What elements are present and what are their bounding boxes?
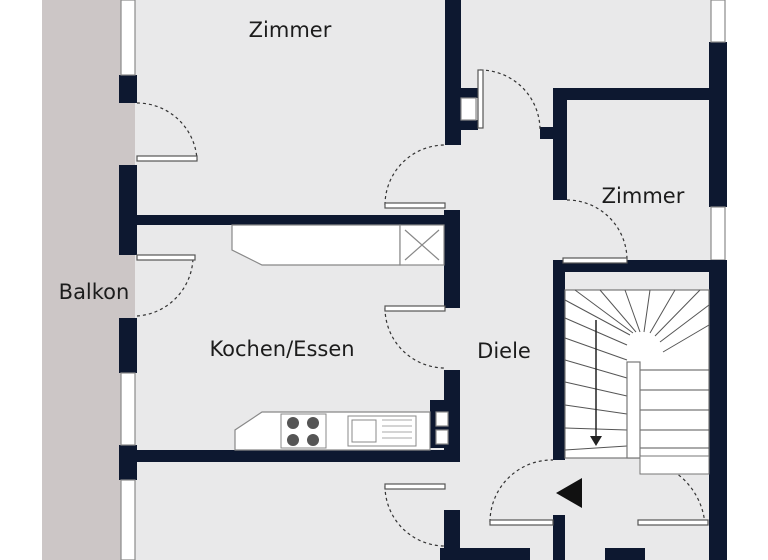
door-leaf-zimmer-right [562, 257, 628, 264]
burner-4 [307, 434, 319, 446]
door-leaf-bottom-left [384, 483, 446, 490]
shaft-2 [435, 411, 449, 427]
door-leaf-entry-right [637, 519, 709, 526]
room-label-zimmer-top: Zimmer [249, 18, 332, 42]
floor-area [135, 0, 725, 560]
room-label-zimmer-right: Zimmer [602, 184, 685, 208]
kitchen-cabinet-upper [231, 224, 401, 266]
wall-kitchen-top [135, 215, 460, 225]
fridge-cross [404, 229, 440, 261]
shaft-1 [460, 97, 477, 121]
window-left-2 [120, 372, 136, 446]
door-leaf-balkon-top [136, 155, 198, 162]
stairs-landing [639, 455, 710, 475]
arrow-down-icon [590, 436, 602, 446]
door-swing-entry-left [489, 459, 554, 523]
door-swing-balkon-top [136, 102, 198, 161]
wall-right-1 [709, 42, 727, 207]
door-leaf-kitchen [384, 305, 446, 312]
wall-bottom-stub-2 [605, 548, 645, 560]
wall-shaft-2 [448, 120, 478, 130]
wall-zimmer2-top [553, 88, 727, 100]
wall-right-2 [709, 260, 727, 560]
door-leaf-zimmer-top [384, 202, 446, 209]
wall-zimmer2-left [553, 88, 567, 200]
room-label-balkon: Balkon [59, 280, 130, 304]
door-leaf-entry-left [489, 519, 554, 526]
wall-stairs-left [553, 260, 565, 460]
burner-1 [287, 417, 299, 429]
door-leaf-balkon-kitchen [136, 254, 196, 261]
wall-kitchen-right-1 [444, 210, 460, 308]
burner-2 [307, 417, 319, 429]
sink-basin [351, 419, 377, 443]
triangle-left-icon [556, 478, 582, 508]
staircase [564, 289, 710, 475]
door-swing-balkon-kitchen [136, 257, 194, 317]
shaft-3 [435, 429, 449, 445]
wall-stairs-left-low [553, 515, 565, 560]
window-left-1 [120, 0, 136, 76]
wall-bottom-stub [440, 548, 530, 560]
sink-drainboard [382, 419, 412, 439]
sink [347, 415, 417, 447]
wall-left-2 [119, 165, 137, 255]
stairs-well [626, 361, 641, 459]
room-label-kochen-essen: Kochen/Essen [209, 337, 354, 361]
room-label-diele: Diele [477, 339, 531, 363]
wall-bottom-right [444, 510, 460, 560]
wall-kitchen-bottom [135, 450, 460, 462]
window-right-2 [710, 206, 726, 261]
wall-zimmer-right [445, 0, 461, 145]
wall-left-3 [119, 318, 137, 373]
burner-3 [287, 434, 299, 446]
window-right-1 [710, 0, 726, 43]
wall-zimmer2-stub [540, 127, 562, 139]
wall-shaft-1 [448, 88, 478, 98]
wall-left-4 [119, 445, 137, 480]
window-left-3 [120, 479, 136, 560]
outside-strip [725, 0, 768, 560]
wall-left-1 [119, 75, 137, 103]
door-leaf-shaft [477, 69, 484, 129]
